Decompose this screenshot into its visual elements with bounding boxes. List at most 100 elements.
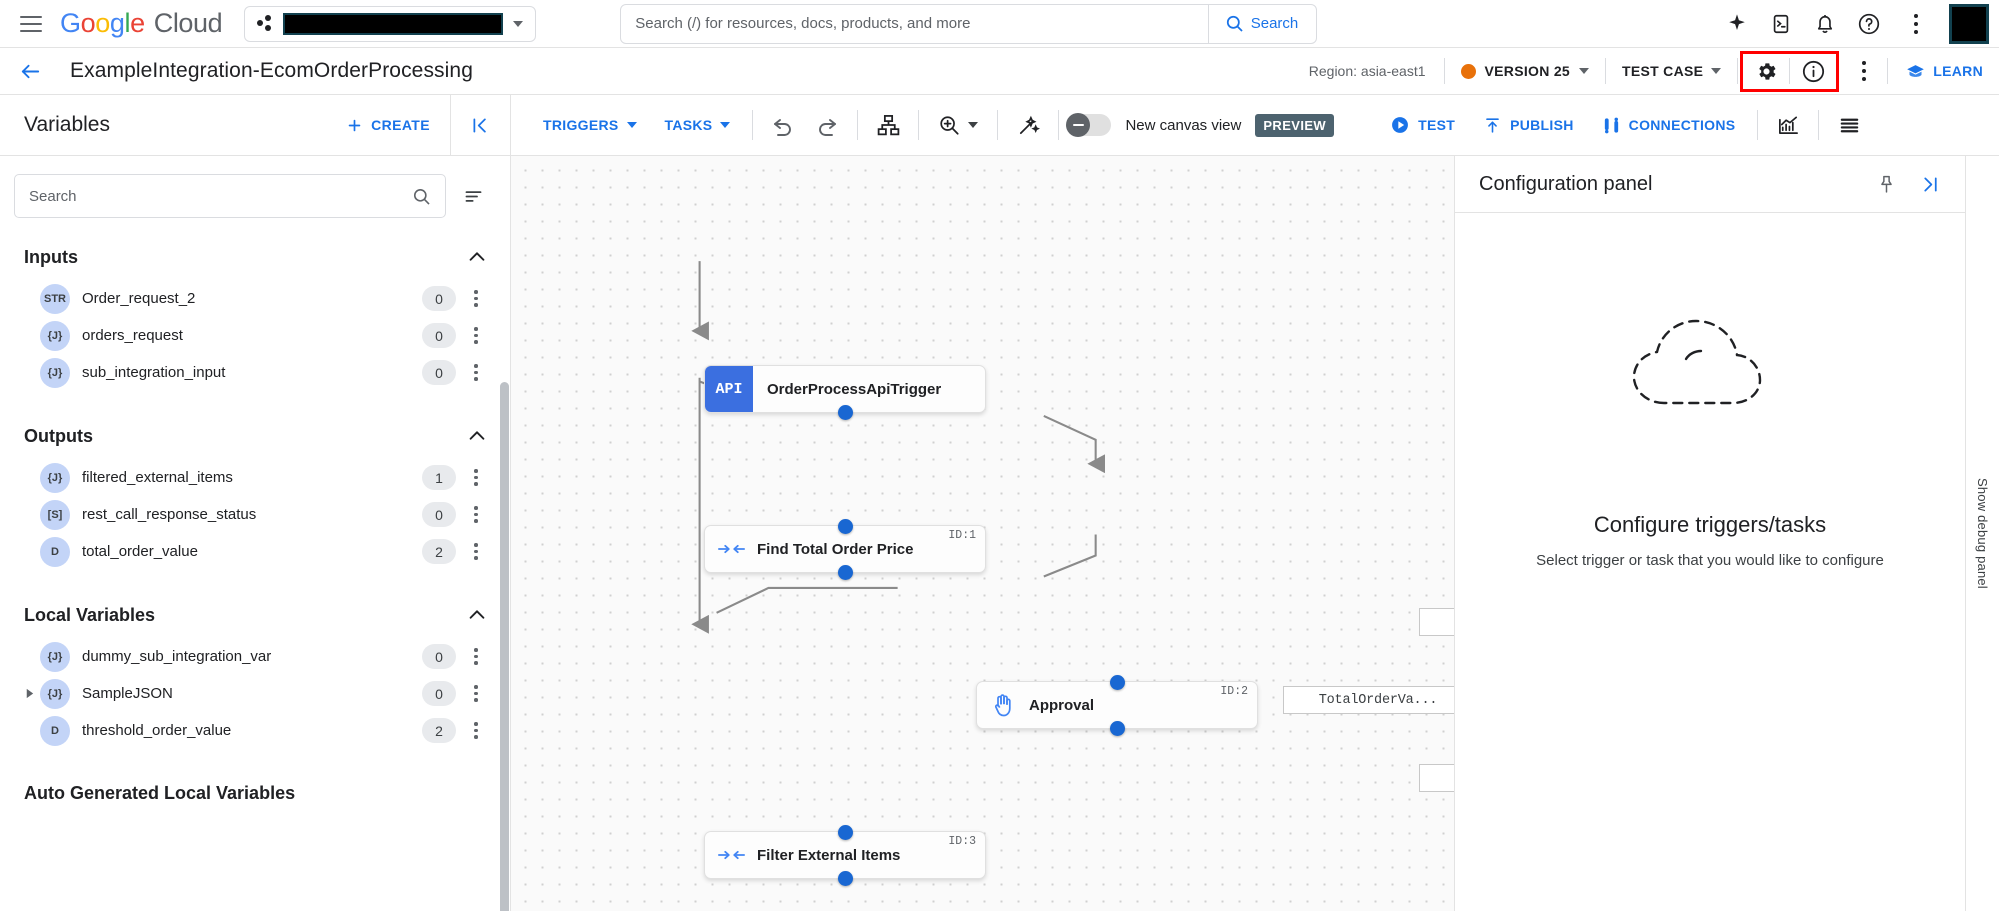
- node-output-port[interactable]: [837, 870, 853, 886]
- edge-label[interactable]: TotalOrderVa...: [1419, 608, 1454, 636]
- integration-canvas[interactable]: TotalOrderVa... TotalOrderVa... Proceed …: [511, 156, 1454, 911]
- node-input-port[interactable]: [1109, 674, 1125, 690]
- variable-type-badge: {J}: [40, 678, 70, 709]
- variable-more-icon[interactable]: [464, 284, 488, 314]
- settings-gear-button[interactable]: [1743, 52, 1789, 90]
- variable-more-icon[interactable]: [464, 500, 488, 530]
- section-header-outputs[interactable]: Outputs: [0, 409, 510, 459]
- variable-row[interactable]: {J} orders_request 0: [0, 317, 510, 354]
- chevron-up-icon[interactable]: [466, 246, 488, 268]
- node-input-port[interactable]: [837, 518, 853, 534]
- gemini-sparkle-icon[interactable]: [1717, 4, 1757, 44]
- google-cloud-logo[interactable]: Google Cloud: [60, 8, 223, 39]
- debug-panel-rail[interactable]: Show debug panel: [1965, 156, 1999, 911]
- redo-button[interactable]: [805, 105, 849, 145]
- divider: [1058, 110, 1060, 140]
- learn-button[interactable]: LEARN: [1888, 62, 1983, 81]
- hamburger-menu-icon[interactable]: [14, 7, 48, 41]
- sort-variables-button[interactable]: [456, 179, 490, 213]
- variables-search-box[interactable]: [14, 174, 446, 218]
- canvas-node-filter-external-items[interactable]: ID:3 Filter External Items: [704, 824, 986, 886]
- help-icon[interactable]: [1849, 4, 1889, 44]
- notifications-bell-icon[interactable]: [1805, 4, 1845, 44]
- divider: [1605, 58, 1606, 84]
- chevron-up-icon[interactable]: [466, 425, 488, 447]
- node-input-port[interactable]: [837, 824, 853, 840]
- section-header-local-variables[interactable]: Local Variables: [0, 588, 510, 638]
- cloud-wordmark: Cloud: [153, 8, 223, 38]
- logs-button[interactable]: [1827, 105, 1871, 145]
- variable-more-icon[interactable]: [464, 321, 488, 351]
- highlighted-icon-group: [1740, 50, 1840, 92]
- variable-more-icon[interactable]: [464, 716, 488, 746]
- variables-search-row: [0, 156, 510, 230]
- section-header-inputs[interactable]: Inputs: [0, 230, 510, 280]
- canvas-node-find-total-order-price[interactable]: ID:1 Find Total Order Price: [704, 518, 986, 580]
- variable-row[interactable]: {J} filtered_external_items 1: [0, 459, 510, 496]
- section-header-auto-generated[interactable]: Auto Generated Local Variables: [0, 767, 510, 816]
- account-avatar[interactable]: [1949, 3, 1989, 44]
- variable-row[interactable]: D total_order_value 2: [0, 533, 510, 570]
- project-picker[interactable]: [244, 5, 537, 42]
- tasks-menu-button[interactable]: TASKS: [651, 105, 745, 145]
- publish-button[interactable]: PUBLISH: [1469, 105, 1588, 145]
- variable-row[interactable]: STR Order_request_2 0: [0, 280, 510, 317]
- variable-row[interactable]: D threshold_order_value 2: [0, 712, 510, 749]
- new-canvas-view-toggle[interactable]: [1066, 113, 1112, 137]
- global-search[interactable]: Search: [620, 3, 1318, 44]
- variables-search-input[interactable]: [29, 187, 412, 205]
- magic-wand-button[interactable]: [1006, 105, 1050, 145]
- cloud-shell-icon[interactable]: [1761, 4, 1801, 44]
- node-output-port[interactable]: [1109, 720, 1125, 736]
- node-output-port[interactable]: [837, 564, 853, 580]
- variables-list[interactable]: Inputs STR Order_request_2 0 {J} orders_…: [0, 230, 510, 911]
- variable-row[interactable]: {J} sub_integration_input 0: [0, 354, 510, 391]
- collapse-left-icon: [473, 118, 486, 132]
- auto-layout-button[interactable]: [866, 105, 910, 145]
- chevron-down-icon: [1579, 68, 1589, 74]
- collapse-left-panel-button[interactable]: [450, 95, 510, 155]
- pin-button[interactable]: [1871, 169, 1901, 199]
- version-selector[interactable]: VERSION 25: [1445, 63, 1605, 79]
- info-button[interactable]: [1790, 52, 1836, 90]
- row-expander-triangle-icon[interactable]: [18, 688, 40, 699]
- canvas-node-approval[interactable]: ID:2 Approval: [976, 674, 1258, 736]
- search-input[interactable]: [621, 4, 1208, 43]
- metrics-button[interactable]: [1766, 105, 1810, 145]
- connections-button[interactable]: CONNECTIONS: [1588, 105, 1750, 145]
- divider: [1818, 110, 1820, 140]
- test-case-selector[interactable]: TEST CASE: [1606, 63, 1737, 79]
- variable-row[interactable]: {J} dummy_sub_integration_var 0: [0, 638, 510, 675]
- chevron-up-icon[interactable]: [466, 604, 488, 626]
- undo-button[interactable]: [761, 105, 805, 145]
- expand-panel-button[interactable]: [1915, 169, 1945, 199]
- variable-more-icon[interactable]: [464, 463, 488, 493]
- test-case-label: TEST CASE: [1622, 63, 1704, 79]
- triggers-menu-button[interactable]: TRIGGERS: [529, 105, 651, 145]
- variable-row[interactable]: [S] rest_call_response_status 0: [0, 496, 510, 533]
- variables-scrollbar[interactable]: [500, 382, 509, 911]
- edge-label[interactable]: TotalOrderVa...: [1283, 686, 1454, 714]
- variable-type-badge: {J}: [40, 357, 70, 388]
- variable-more-icon[interactable]: [464, 679, 488, 709]
- test-button[interactable]: TEST: [1376, 105, 1469, 145]
- zoom-menu-button[interactable]: [927, 105, 989, 145]
- edge-label[interactable]: Proceed if a...: [1419, 764, 1454, 792]
- header-more-vert-icon[interactable]: [1897, 5, 1935, 43]
- canvas-node-trigger[interactable]: API OrderProcessApiTrigger: [704, 365, 986, 420]
- variable-type-badge: {J}: [40, 320, 70, 351]
- section-title: Auto Generated Local Variables: [24, 783, 296, 803]
- create-variable-button[interactable]: CREATE: [346, 117, 450, 134]
- variable-more-icon[interactable]: [464, 358, 488, 388]
- expand-right-icon: [1923, 177, 1937, 191]
- subheader-more-vert-icon[interactable]: [1845, 52, 1883, 90]
- variable-more-icon[interactable]: [464, 537, 488, 567]
- node-output-port[interactable]: [837, 404, 853, 420]
- divider: [1737, 58, 1739, 84]
- variable-count: 0: [422, 323, 456, 348]
- back-arrow-icon[interactable]: [12, 53, 48, 89]
- variable-row[interactable]: {J} SampleJSON 0: [0, 675, 510, 712]
- search-button[interactable]: Search: [1207, 4, 1317, 43]
- variable-more-icon[interactable]: [464, 642, 488, 672]
- app-body: Variables CREATE: [0, 95, 1999, 911]
